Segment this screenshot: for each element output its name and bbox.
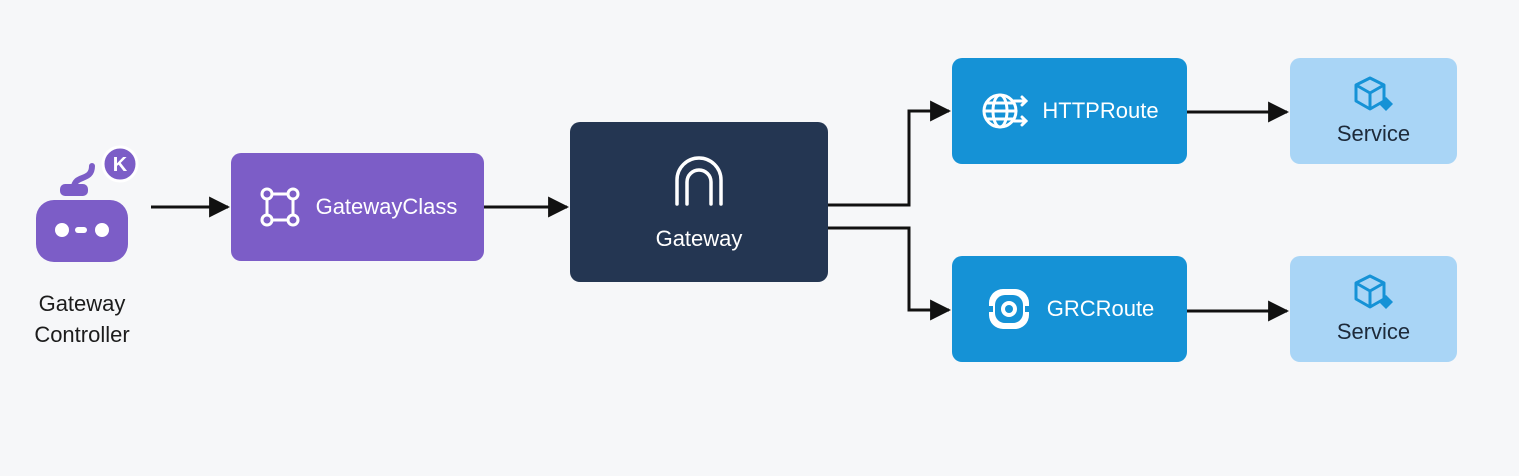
service-node-2[interactable]: Service <box>1290 256 1457 362</box>
httproute-label: HTTPRoute <box>1042 98 1159 123</box>
service-label: Service <box>1336 121 1411 146</box>
arrow-gateway-to-httproute <box>828 100 952 207</box>
service-label: Service <box>1336 319 1411 344</box>
controller-label: Gateway Controller <box>34 291 130 347</box>
cube-icon <box>1354 274 1393 309</box>
grpc-icon <box>984 289 1033 329</box>
kubernetes-badge: K <box>101 145 139 183</box>
gatewayclass-node[interactable]: GatewayClass <box>231 153 484 261</box>
grcroute-node[interactable]: GRCRoute <box>952 256 1187 362</box>
service-node-1[interactable]: Service <box>1290 58 1457 164</box>
grcroute-label: GRCRoute <box>1046 296 1155 321</box>
gateway-node[interactable]: Gateway <box>570 122 828 282</box>
gateway-label: Gateway <box>655 226 743 251</box>
httproute-node[interactable]: HTTPRoute <box>952 58 1187 164</box>
arrow-gateway-to-grcroute <box>828 226 952 321</box>
nodes-icon <box>260 187 300 227</box>
controller-icon: K <box>36 145 139 262</box>
gatewayclass-label: GatewayClass <box>315 194 458 219</box>
arch-icon <box>675 156 723 206</box>
cube-icon <box>1354 76 1393 111</box>
globe-arrows-icon <box>982 93 1029 129</box>
svg-text:K: K <box>113 154 128 176</box>
